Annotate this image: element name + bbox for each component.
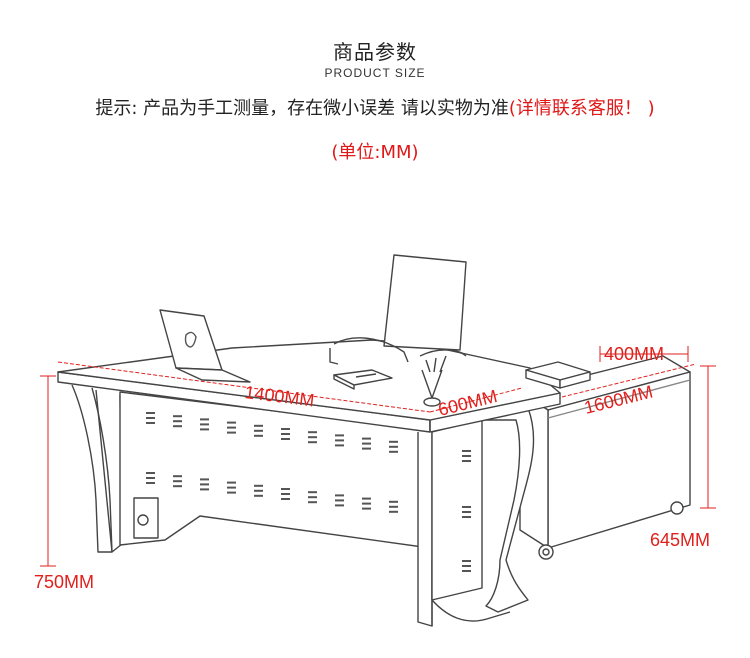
vent-slot	[281, 428, 290, 430]
vent-slot	[146, 477, 155, 479]
vent-slot	[200, 488, 209, 491]
vent-slot	[462, 570, 471, 572]
vent-slot	[462, 450, 471, 452]
vent-slot	[227, 486, 236, 489]
vent-slot	[227, 481, 236, 484]
pen-holder	[421, 355, 447, 407]
vent-slot	[173, 480, 182, 483]
vent-slot	[389, 445, 398, 448]
vent-slot	[308, 501, 317, 504]
vent-slot	[281, 438, 290, 440]
vent-slot	[254, 489, 263, 492]
vent-slot	[227, 491, 236, 494]
vent-slot	[227, 431, 236, 434]
vent-slot	[335, 504, 344, 507]
vent-slot	[254, 484, 263, 487]
right-main-leg	[417, 432, 433, 627]
vent-slot	[462, 516, 471, 518]
page-title: 商品参数	[333, 40, 417, 64]
cabinet-books	[525, 361, 591, 389]
contact-service-text: (详情联系客服！ )	[508, 98, 655, 119]
vent-slot	[281, 488, 290, 490]
vent-slot	[462, 560, 471, 562]
vent-slot	[308, 496, 317, 499]
vent-slot	[254, 429, 263, 432]
vent-slot	[281, 433, 290, 435]
unit-note: (单位:MM)	[331, 142, 419, 163]
vent-slot	[335, 499, 344, 502]
vent-slot	[335, 434, 344, 437]
vent-slot	[254, 494, 263, 497]
vent-slot	[308, 436, 317, 439]
vent-slot	[308, 441, 317, 444]
page-subtitle: PRODUCT SIZE	[324, 66, 426, 80]
dimension-lines	[40, 346, 716, 567]
vent-slot	[227, 426, 236, 429]
vent-slot	[462, 565, 471, 567]
notice-text: 提示: 产品为手工测量，存在微小误差 请以实物为准	[95, 98, 509, 119]
vent-slot	[389, 510, 398, 513]
vent-slot	[200, 478, 209, 481]
vent-slot	[146, 472, 155, 474]
vent-slot	[173, 420, 182, 423]
measurement-notice: 提示: 产品为手工测量，存在微小误差 请以实物为准(详情联系客服！ )	[0, 94, 750, 120]
cabinet-height-label: 645MM	[650, 530, 710, 550]
vent-slot	[389, 440, 398, 443]
left-leg-frame	[71, 384, 123, 553]
modesty-panel	[119, 391, 431, 549]
vent-slot	[389, 505, 398, 508]
vent-slot	[146, 417, 155, 419]
vent-slot	[362, 437, 371, 440]
vent-slot	[200, 428, 209, 431]
vent-slot	[254, 434, 263, 437]
vent-slot	[462, 460, 471, 462]
vent-slot	[173, 485, 182, 488]
vent-slot	[462, 506, 471, 508]
vent-slot	[362, 497, 371, 500]
vent-slot	[308, 491, 317, 494]
vent-slot	[462, 511, 471, 513]
office-chair	[329, 254, 467, 365]
vent-slot	[173, 415, 182, 418]
vent-slot	[308, 431, 317, 434]
vent-slot	[462, 455, 471, 457]
vent-slot	[389, 500, 398, 503]
side-panel	[431, 407, 535, 622]
laptop	[159, 309, 251, 383]
vent-slot	[362, 502, 371, 505]
vent-slot	[281, 498, 290, 500]
vent-slot	[362, 442, 371, 445]
vent-slot	[146, 412, 155, 414]
vent-slot	[389, 450, 398, 453]
vent-slot	[200, 418, 209, 421]
vent-slot	[227, 421, 236, 424]
return-cabinet	[519, 355, 691, 560]
vent-slot	[362, 447, 371, 450]
vent-slot	[200, 423, 209, 426]
vent-slot	[173, 475, 182, 478]
vent-slot	[146, 482, 155, 484]
vent-slot	[335, 444, 344, 447]
vent-slot	[146, 422, 155, 424]
cabinet-depth-label: 400MM	[604, 344, 664, 364]
vent-slot	[335, 439, 344, 442]
vent-slot	[362, 507, 371, 510]
desk-books	[333, 369, 393, 390]
vent-slot	[335, 494, 344, 497]
panel-vent-slots	[146, 412, 471, 572]
vent-slot	[281, 493, 290, 495]
vent-slot	[254, 424, 263, 427]
vent-slot	[173, 425, 182, 428]
vent-slot	[200, 483, 209, 486]
desk-height-label: 750MM	[34, 572, 94, 592]
